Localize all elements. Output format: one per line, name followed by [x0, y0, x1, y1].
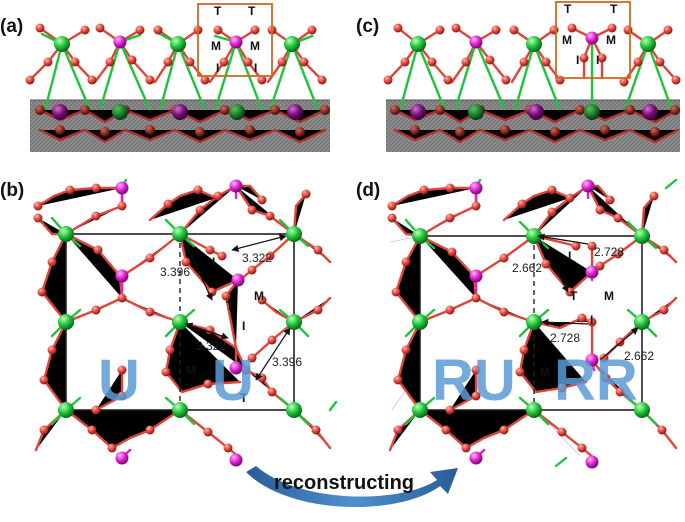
panel-label-c: (c): [356, 16, 379, 37]
dist-d1: 2.662: [512, 261, 542, 275]
config-label-d-right: RR: [554, 348, 638, 413]
reconstructing-arrow: reconstructing: [246, 466, 458, 507]
site-I-a2: I: [254, 61, 257, 75]
dist-b4: 3.396: [272, 355, 302, 369]
site-M-c1: M: [562, 33, 572, 47]
site-I-b2: I: [242, 319, 245, 333]
dist-b3: 3.322: [196, 339, 226, 353]
atoms-a: [25, 23, 330, 137]
site-M-b2: M: [186, 363, 196, 377]
panel-a: T T M M I I (a): [0, 3, 330, 152]
site-M-c2: M: [606, 33, 616, 47]
site-T-c1: T: [564, 2, 572, 16]
dist-d2: 2.728: [594, 245, 624, 259]
site-M-a1: M: [211, 39, 221, 53]
panel-label-d: (d): [356, 180, 380, 201]
panel-c: T T M M I I (c): [356, 1, 681, 152]
site-I-d1: I: [568, 249, 571, 263]
site-T-b1: T: [226, 299, 234, 313]
config-label-b-right: U: [212, 348, 254, 413]
site-I-b1: I: [212, 255, 215, 269]
site-T-c2: T: [610, 2, 618, 16]
site-T-b2: T: [240, 391, 248, 405]
highlight-box-c: [555, 1, 631, 79]
dist-b2: 3.322: [242, 251, 272, 265]
panel-b: 3.396 3.322 3.322 3.396 I M T I M T U U …: [0, 178, 338, 467]
highlight-box-a: [197, 3, 273, 77]
dist-b1: 3.396: [160, 265, 190, 279]
site-M-a2: M: [250, 39, 260, 53]
panel-d: 2.662 2.728 2.728 2.662 I M T I M RU RR …: [356, 178, 678, 469]
config-label-d-left: RU: [432, 348, 516, 413]
panel-label-b: (b): [0, 180, 24, 201]
site-I-d2: I: [590, 313, 593, 327]
site-T-d1: T: [570, 289, 578, 303]
config-label-b-left: U: [98, 348, 140, 413]
dist-d3: 2.728: [550, 331, 580, 345]
reconstructing-label: reconstructing: [274, 472, 414, 494]
dist-d4: 2.662: [624, 349, 654, 363]
site-I-c2: I: [596, 53, 599, 67]
site-M-b1: M: [254, 289, 264, 303]
site-M-d2: M: [540, 365, 550, 379]
panel-label-a: (a): [0, 16, 23, 37]
site-I-a1: I: [216, 61, 219, 75]
site-I-c1: I: [576, 53, 579, 67]
site-M-d1: M: [604, 289, 614, 303]
site-T-a1: T: [214, 4, 222, 18]
site-T-a2: T: [248, 4, 256, 18]
